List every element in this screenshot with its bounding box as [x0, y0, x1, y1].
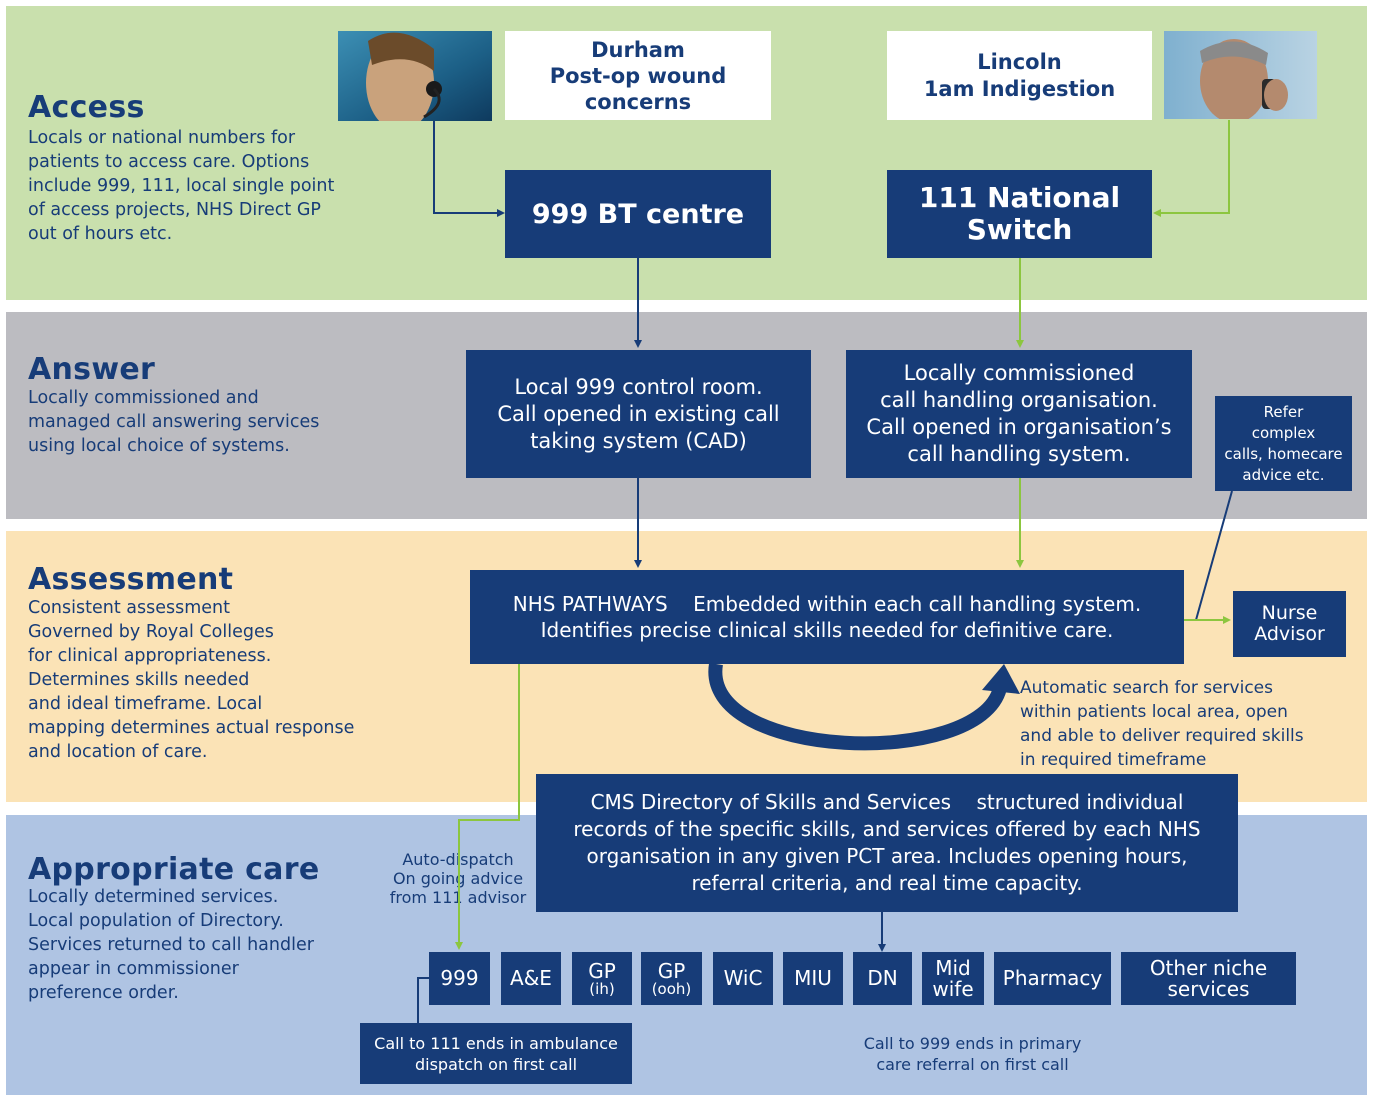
assessment-title: Assessment — [28, 562, 234, 597]
service-pharmacy: Pharmacy — [994, 952, 1111, 1005]
cms-directory-box: CMS Directory of Skills and Services str… — [536, 774, 1238, 912]
durham-to-999-arrow — [433, 121, 505, 217]
service-gp-ooh: GP(ooh) — [641, 952, 702, 1005]
auto-dispatch-arrow — [455, 664, 520, 950]
refer-connector — [1195, 490, 1233, 621]
service-gp-ih: GP(ih) — [572, 952, 632, 1005]
bt-999-centre-box: 999 BT centre — [505, 170, 771, 258]
headset-photo-icon — [338, 31, 492, 121]
appropriate-care-description: Locally determined services.Local popula… — [28, 887, 314, 1003]
service-999: 999 — [429, 952, 490, 1005]
service-to-end-connector — [417, 977, 429, 1023]
service-miu: MIU — [783, 952, 843, 1005]
nhs-pathways-box: NHS PATHWAYS Embedded within each call h… — [470, 570, 1184, 664]
phone-call-photo-icon — [1164, 31, 1317, 119]
service-wic: WiC — [713, 952, 773, 1005]
service-dn: DN — [853, 952, 912, 1005]
local-999-control-room-box: Local 999 control room.Call opened in ex… — [466, 350, 811, 478]
service-ae: A&E — [501, 952, 561, 1005]
access-title: Access — [28, 90, 145, 125]
appropriate-care-title: Appropriate care — [28, 852, 320, 887]
search-loop-arrow — [708, 662, 1007, 751]
lincoln-to-111-arrow — [1153, 120, 1230, 217]
answer-title: Answer — [28, 352, 156, 387]
